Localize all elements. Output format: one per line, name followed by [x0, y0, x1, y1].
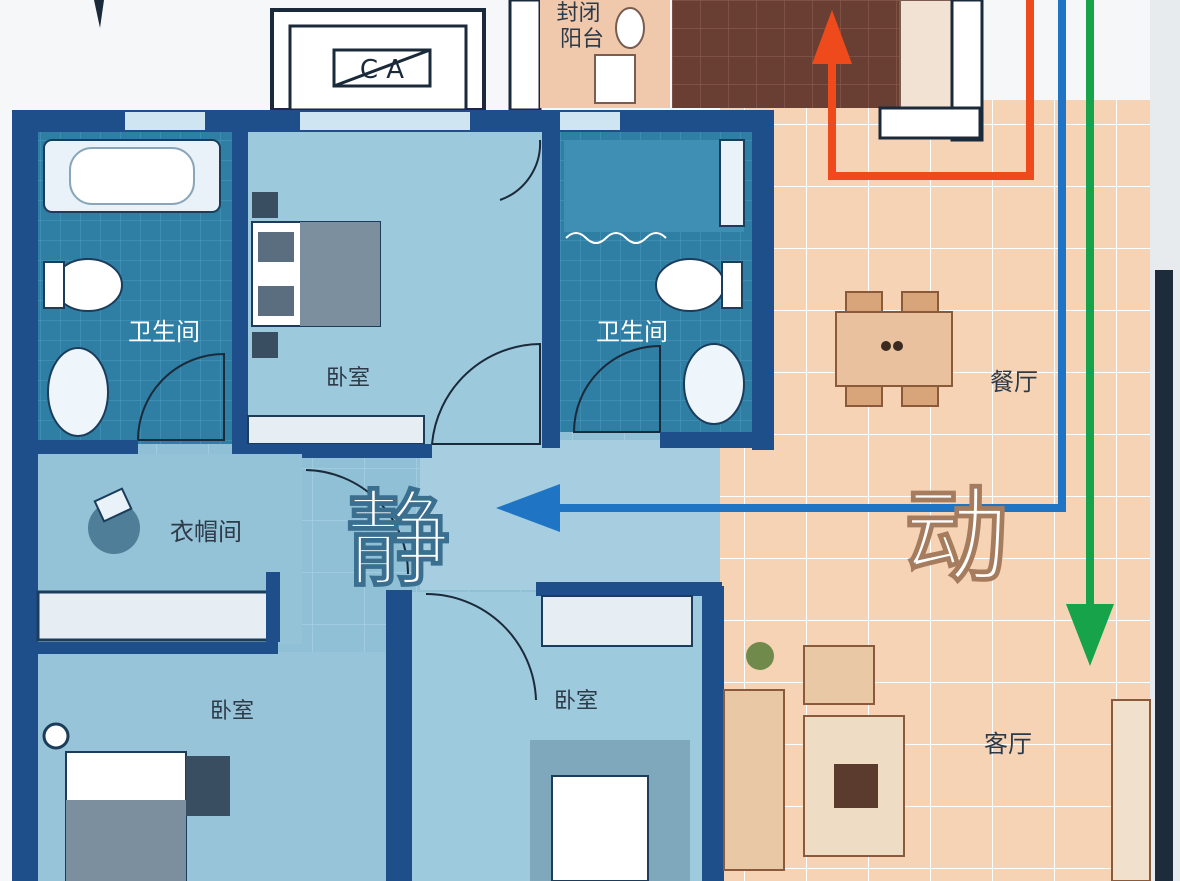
bath-right-label: 卫生间 — [596, 318, 668, 346]
dining-label: 餐厅 — [990, 368, 1038, 396]
wall-bedroom-bl-top — [38, 642, 278, 654]
bedroom-top-label: 卧室 — [326, 366, 370, 391]
top-wall-strip — [508, 0, 542, 112]
door-swing-bedroom-top — [430, 342, 541, 445]
wall-bedroom-bl-right — [386, 590, 412, 881]
cloakroom-label: 衣帽间 — [170, 518, 242, 546]
active-zone-label: 动 — [904, 475, 1008, 597]
wall-bedroom-bm-top — [536, 582, 722, 596]
compass-needle — [94, 0, 104, 28]
door-swing-bedroom-top-2 — [499, 139, 542, 201]
bed-bm — [551, 775, 649, 881]
wall-bath-left-bottom — [38, 440, 138, 454]
wall-bath-left-right — [232, 132, 248, 448]
red-flow-line — [828, 0, 1034, 180]
stair-block: C A — [270, 8, 486, 112]
coffee-table — [834, 764, 878, 808]
active-zone — [720, 100, 1150, 881]
wall-bath-right-right — [752, 110, 774, 450]
wall-bath-right-bottom — [660, 432, 774, 448]
wardrobe-bm — [541, 595, 693, 647]
bed-bl-blanket — [66, 800, 186, 881]
plant — [746, 642, 774, 670]
outer-wall-top-window-1 — [125, 112, 205, 130]
kitchen-floor — [672, 0, 902, 108]
cloak-rack-wall — [266, 572, 280, 642]
shower-area — [564, 140, 744, 232]
bedroom-bl-label: 卧室 — [210, 699, 254, 724]
dining-table — [835, 291, 953, 407]
balcony-label-line1: 封闭 — [556, 1, 600, 26]
cloak-vanity — [93, 487, 133, 523]
living-label: 客厅 — [984, 730, 1032, 758]
kitchen-lower-wall — [878, 106, 982, 140]
bathtub-inner — [69, 147, 195, 205]
sink-left — [47, 347, 109, 437]
nightstand-2 — [252, 332, 278, 358]
toilet-left-tank — [43, 261, 65, 309]
door-swing-cloakroom — [305, 469, 409, 575]
cloak-rack — [36, 590, 280, 642]
bed-top-pillow-2 — [258, 286, 294, 316]
red-flow-arrowhead — [812, 10, 852, 64]
corridor — [420, 440, 720, 590]
bed-top-pillow-1 — [258, 232, 294, 262]
tv-cabinet — [1111, 699, 1151, 881]
balcony-label: 封闭 阳台 — [556, 1, 607, 52]
wardrobe-top — [247, 415, 425, 445]
outer-wall-left — [12, 110, 38, 881]
blue-flow-line — [520, 0, 1066, 512]
shower-curtain — [565, 232, 667, 244]
nightstand-bl — [186, 756, 230, 816]
balcony-basin — [615, 7, 645, 49]
shower-fixture — [719, 139, 745, 227]
right-edge-dark-wall — [1155, 270, 1173, 881]
wall-bedroom-top-right — [542, 132, 560, 448]
door-swing-bath-right — [572, 344, 661, 433]
sink-right — [683, 343, 745, 425]
outer-wall-top-window-3 — [560, 112, 620, 130]
outer-wall-top-window-2 — [300, 112, 470, 130]
balcony-label-line2: 阳台 — [560, 27, 604, 52]
bed-top-blanket — [300, 222, 380, 326]
door-swing-bath-left — [136, 352, 225, 441]
door-tag: C A — [360, 55, 404, 85]
toilet-right-tank — [721, 261, 743, 309]
blue-flow-arrowhead — [496, 484, 560, 532]
wall-bedroom-bm-right — [702, 586, 724, 881]
bedroom-bm-label: 卧室 — [554, 689, 598, 714]
bath-left-label: 卫生间 — [128, 318, 200, 346]
nightstand-1 — [252, 192, 278, 218]
quiet-zone-label: 静 — [346, 479, 450, 601]
toilet-right — [655, 258, 725, 312]
balcony-fixture — [594, 54, 636, 104]
sofa-set — [723, 645, 905, 871]
lamp-bl — [42, 722, 70, 750]
door-swing-bedroom-bm — [425, 593, 537, 701]
kitchen-counter — [899, 0, 953, 109]
green-flow-arrowhead — [1066, 604, 1114, 666]
